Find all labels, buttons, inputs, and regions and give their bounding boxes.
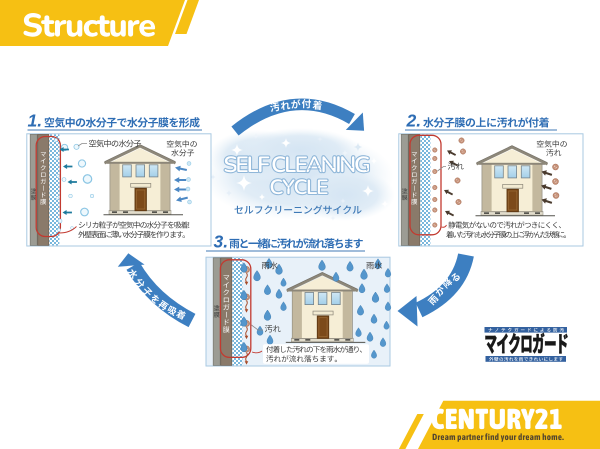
svg-text:3.: 3. [214, 232, 229, 252]
svg-text:2.: 2. [406, 111, 422, 131]
svg-text:1.: 1. [28, 111, 43, 131]
